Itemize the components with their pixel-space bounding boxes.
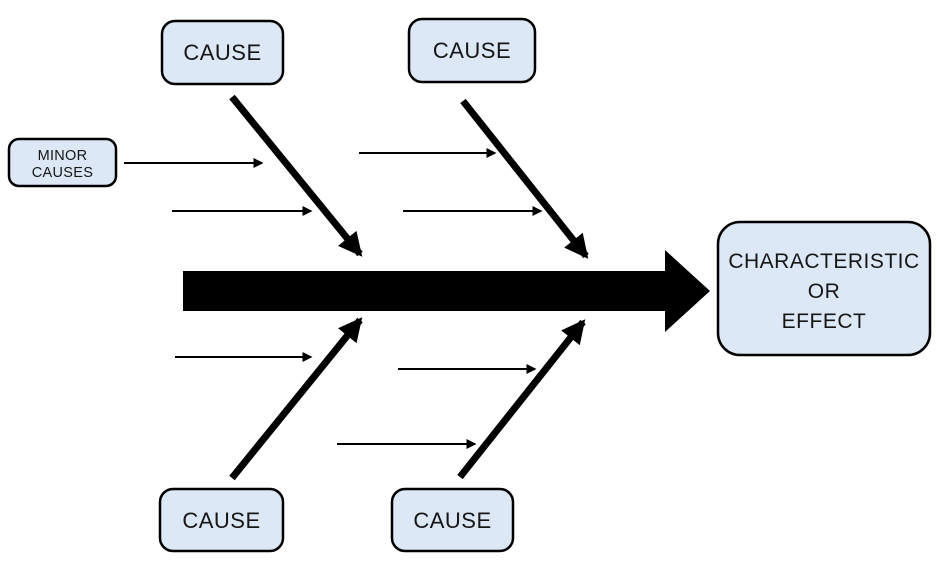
effect-box-shape [716, 220, 932, 357]
effect-label-line3: EFFECT [782, 310, 867, 333]
cause-box-bottom-right: CAUSE [390, 487, 515, 553]
cause-box-bottom-left: CAUSE [158, 487, 285, 553]
spine-arrow [183, 250, 710, 332]
bone-top-left-arrow [229, 94, 363, 257]
cause-box-top-right-shape [407, 17, 537, 84]
cause-box-bottom-left-label: CAUSE [182, 508, 260, 533]
cause-box-bottom-right-shape [390, 487, 515, 553]
minor-causes-box: MINOR CAUSES [7, 137, 118, 188]
effect-label-line2: OR [808, 280, 841, 303]
minor-causes-box-shape [7, 137, 118, 188]
bone-top-right-arrow [460, 98, 589, 259]
cause-box-top-right: CAUSE [407, 17, 537, 84]
cause-box-top-left-label: CAUSE [183, 40, 261, 65]
cause-box-bottom-left-shape [158, 487, 285, 553]
minor-causes-label-line2: CAUSES [32, 165, 93, 181]
cause-box-top-left: CAUSE [160, 19, 285, 86]
cause-box-bottom-right-label: CAUSE [413, 508, 491, 533]
minor-causes-label-line1: MINOR [38, 148, 88, 164]
bone-bottom-left-arrow [229, 317, 363, 481]
bone-bottom-right-arrow [457, 319, 586, 480]
effect-box: CHARACTERISTIC OR EFFECT [716, 220, 932, 357]
cause-box-top-left-shape [160, 19, 285, 86]
effect-label-line1: CHARACTERISTIC [728, 250, 919, 273]
cause-box-top-right-label: CAUSE [433, 38, 511, 63]
